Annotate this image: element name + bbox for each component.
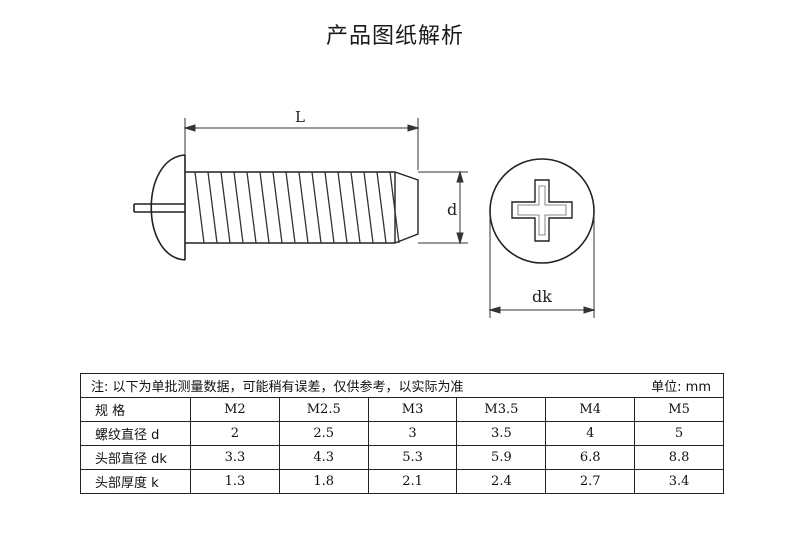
table-cell: 5.9: [456, 445, 547, 470]
table-cell: 2.1: [367, 469, 458, 494]
table-cell: 6.8: [545, 445, 636, 470]
size-cell: M3: [367, 397, 458, 422]
thread-lines: [194, 171, 400, 244]
spec-table: 注: 以下为单批测量数据，可能稍有误差，仅供参考，以实际为准 单位: mm 规 …: [80, 373, 724, 494]
length-dimension: [183, 118, 420, 170]
screw-shank: [185, 171, 419, 244]
note-cell: 注: 以下为单批测量数据，可能稍有误差，仅供参考，以实际为准 单位: mm: [80, 373, 724, 398]
size-cell: M5: [634, 397, 724, 422]
size-cell: M4: [545, 397, 636, 422]
note-text: 注: 以下为单批测量数据，可能稍有误差，仅供参考，以实际为准: [91, 380, 464, 395]
diameter-dimension: [418, 170, 468, 245]
diameter-label: d: [447, 200, 457, 219]
table-cell: 4: [545, 421, 636, 446]
row-label: 头部厚度 k: [80, 469, 191, 494]
spec-header-label: 规 格: [80, 397, 191, 422]
row-label: 螺纹直径 d: [80, 421, 191, 446]
spec-table-body: 注: 以下为单批测量数据，可能稍有误差，仅供参考，以实际为准 单位: mm 规 …: [80, 373, 724, 494]
table-cell: 3.4: [634, 469, 724, 494]
table-cell: 3: [367, 421, 458, 446]
head-diameter-dimension: [488, 215, 596, 318]
head-top-view: [489, 158, 595, 264]
table-cell: 5: [634, 421, 724, 446]
table-cell: 2.5: [278, 421, 369, 446]
table-cell: 2: [190, 421, 280, 446]
table-cell: 8.8: [634, 445, 724, 470]
row-label: 头部直径 dk: [80, 445, 191, 470]
table-cell: 1.3: [190, 469, 280, 494]
size-cell: M2.5: [278, 397, 369, 422]
head-diameter-label: dk: [532, 287, 552, 306]
table-cell: 3.3: [190, 445, 280, 470]
screw-head: [133, 154, 186, 261]
note-row: 注: 以下为单批测量数据，可能稍有误差，仅供参考，以实际为准 单位: mm: [80, 373, 724, 398]
unit-text: 单位: mm: [651, 380, 711, 395]
screw-drawing: L d dk: [133, 108, 596, 318]
table-cell: 4.3: [278, 445, 369, 470]
table-cell: 2.4: [456, 469, 547, 494]
size-cell: M3.5: [456, 397, 547, 422]
page-title: 产品图纸解析: [325, 24, 464, 49]
size-cell: M2: [190, 397, 280, 422]
table-cell: 2.7: [545, 469, 636, 494]
length-label: L: [295, 108, 305, 126]
table-cell: 1.8: [278, 469, 369, 494]
table-cell: 5.3: [367, 445, 458, 470]
table-cell: 3.5: [456, 421, 547, 446]
